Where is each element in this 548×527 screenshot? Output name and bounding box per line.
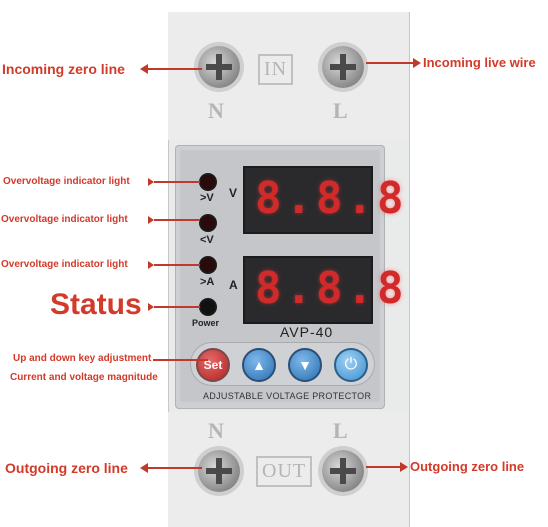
led-label-undervoltage: <V	[200, 234, 214, 246]
callout-status: Status	[50, 288, 142, 321]
unit-label-v: V	[229, 186, 238, 200]
callout-keys-line2: Current and voltage magnitude	[10, 372, 158, 383]
callout-arrow	[147, 68, 202, 70]
power-button[interactable]: ⏻	[334, 348, 368, 382]
arrow-head-icon	[140, 463, 148, 473]
current-display: 8.8.8	[243, 256, 403, 324]
unit-label-a: A	[229, 278, 238, 292]
callout-overvoltage-1: Overvoltage indicator light	[3, 176, 130, 187]
product-name: ADJUSTABLE VOLTAGE PROTECTOR	[203, 391, 372, 401]
up-button[interactable]: ▲	[242, 348, 276, 382]
callout-overvoltage-3: Overvoltage indicator light	[1, 259, 128, 270]
led-label-overcurrent: >A	[200, 276, 215, 288]
callout-arrow	[366, 466, 402, 468]
callout-outgoing-zero-left: Outgoing zero line	[5, 460, 128, 476]
led-undervoltage	[201, 216, 215, 230]
arrow-head-icon	[413, 58, 421, 68]
output-label: OUT	[256, 456, 313, 487]
callout-outgoing-zero-right: Outgoing zero line	[410, 459, 525, 474]
model-label: AVP-40	[280, 324, 334, 340]
callout-incoming-live: Incoming live wire	[423, 55, 536, 70]
callout-arrow	[153, 359, 208, 361]
callout-arrow	[154, 219, 200, 221]
callout-arrow	[147, 467, 202, 469]
led-power	[201, 300, 215, 314]
top-n-label: N	[208, 98, 224, 123]
callout-arrow	[154, 264, 200, 266]
down-button[interactable]: ▼	[288, 348, 322, 382]
callout-arrow	[154, 181, 200, 183]
callout-incoming-zero: Incoming zero line	[2, 61, 125, 77]
arrow-head-icon	[148, 261, 154, 269]
callout-overvoltage-2: Overvoltage indicator light	[1, 214, 128, 225]
callout-keys-line1: Up and down key adjustment	[13, 353, 152, 364]
led-overvoltage	[201, 175, 215, 189]
input-label: IN	[258, 54, 294, 85]
current-display-digits: 8.8.8	[255, 263, 408, 314]
arrow-head-icon	[148, 178, 154, 186]
screw-terminal-top-n	[198, 46, 240, 88]
bottom-l-label: L	[333, 418, 348, 443]
screw-terminal-bottom-n	[198, 450, 240, 492]
callout-arrow	[154, 306, 200, 308]
voltage-display-digits: 8.8.8	[255, 173, 408, 224]
screw-terminal-bottom-l	[322, 450, 364, 492]
arrow-head-icon	[140, 64, 148, 74]
arrow-head-icon	[400, 462, 408, 472]
arrow-head-icon	[148, 303, 154, 311]
bottom-n-label: N	[208, 418, 224, 443]
screw-terminal-top-l	[322, 46, 364, 88]
arrow-head-icon	[148, 216, 154, 224]
led-label-overvoltage: >V	[200, 192, 214, 204]
callout-arrow	[366, 62, 414, 64]
set-button[interactable]: Set	[196, 348, 230, 382]
led-label-power: Power	[192, 318, 220, 328]
led-overcurrent	[201, 258, 215, 272]
top-l-label: L	[333, 98, 348, 123]
voltage-display: 8.8.8	[243, 166, 403, 234]
